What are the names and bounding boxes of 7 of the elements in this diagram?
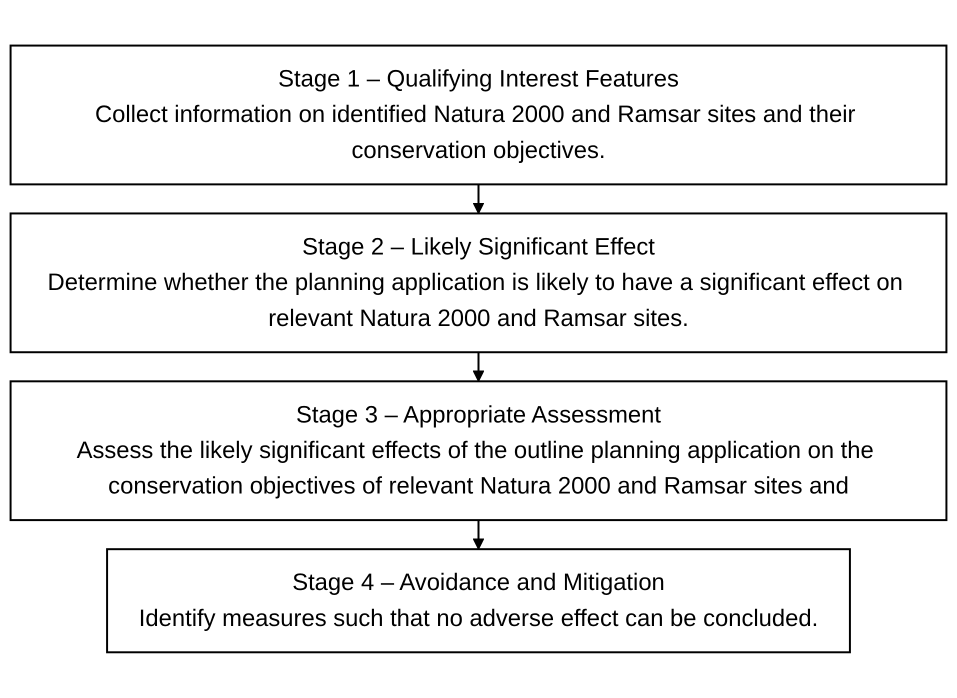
arrow	[472, 520, 484, 550]
node-box: Stage 3 – Appropriate Assessment Assess the likely significant effects of the outline planning application on the conservation objectives of relevant Natura 2000 and Ramsar sites and	[10, 380, 948, 522]
arrow	[472, 184, 484, 214]
node-box: Stage 1 – Qualifying Interest Features Collect information on identified Natura 2000 and Ramsar sites and their conservation objectives.	[10, 44, 948, 186]
arrow	[472, 352, 484, 382]
node-box: Stage 2 – Likely Significant Effect Determine whether the planning application is likely to have a significant effect on relevant Natura 2000 and Ramsar sites.	[10, 212, 948, 354]
node-box: Stage 4 – Avoidance and Mitigation Identify measures such that no adverse effect can be concluded.	[106, 548, 851, 654]
